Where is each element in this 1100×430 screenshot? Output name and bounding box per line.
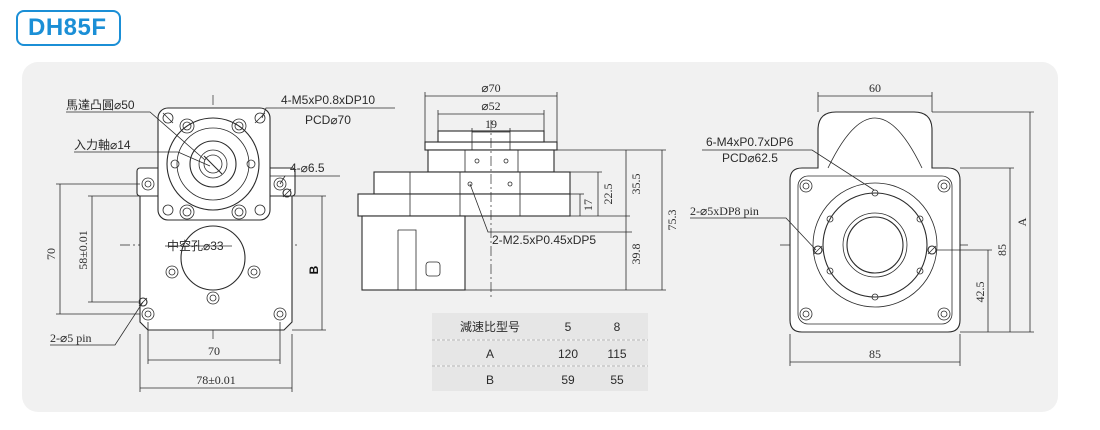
dim-b: B [307, 265, 321, 274]
dim-17: 17 [581, 199, 595, 211]
table-row-bg [432, 341, 648, 365]
model-badge: DH85F [16, 10, 121, 46]
front-view: 馬達凸圓⌀50 入力軸⌀14 4-M5xP0.8xDP10 PCD⌀70 4-⌀… [44, 93, 395, 392]
table-row-a-5: 120 [558, 347, 578, 361]
rear-pcd-label: PCD⌀62.5 [722, 151, 778, 165]
table-header-8: 8 [614, 320, 621, 334]
dia-52: ⌀52 [481, 99, 500, 113]
rear-pin-label: 2-⌀5xDP8 pin [690, 204, 759, 218]
thread-callout: 2-M2.5xP0.45xDP5 [492, 233, 596, 247]
table-header-5: 5 [565, 320, 572, 334]
dim-42-5: 42.5 [973, 282, 987, 303]
table-row-b-label: B [486, 373, 494, 387]
front-hole-callout: 4-M5xP0.8xDP10 [281, 93, 375, 107]
motor-spigot-label: 馬達凸圓⌀50 [66, 98, 135, 112]
dim-85-horizontal: 85 [869, 347, 881, 361]
table-row-a-label: A [486, 347, 494, 361]
table-row-b-5: 59 [561, 373, 575, 387]
dim-70-horizontal: 70 [208, 344, 220, 358]
center-hole-label: 中空孔⌀33 [167, 238, 224, 253]
dim-58: 58±0.01 [76, 230, 90, 270]
ratio-table: 減速比型号 5 8 A 120 115 B 59 55 [432, 313, 648, 391]
dia-70: ⌀70 [481, 81, 500, 95]
dim-19: 19 [485, 117, 497, 131]
mount-holes-label: 4-⌀6.5 [290, 161, 325, 175]
dim-78: 78±0.01 [196, 373, 236, 387]
dim-22-5: 22.5 [601, 184, 615, 205]
table-row-a-8: 115 [607, 347, 626, 361]
front-pin-label: 2-⌀5 pin [50, 331, 92, 345]
dim-70-vertical: 70 [44, 248, 58, 260]
dim-60: 60 [869, 81, 881, 95]
table-row-b-8: 55 [610, 373, 624, 387]
table-row-bg [432, 367, 648, 391]
side-view: ⌀70 ⌀52 19 17 22.5 35.5 75.3 39.8 2-M2.5… [357, 81, 679, 300]
model-badge-text: DH85F [28, 14, 107, 41]
input-shaft-label: 入力軸⌀14 [74, 138, 131, 152]
front-pcd-label: PCD⌀70 [305, 113, 351, 127]
dim-85-vertical: 85 [995, 244, 1009, 256]
table-header-label: 減速比型号 [460, 319, 520, 334]
dim-39-8: 39.8 [629, 244, 643, 265]
dim-a: A [1015, 217, 1029, 226]
rear-hole-callout: 6-M4xP0.7xDP6 [706, 135, 794, 149]
dim-75-3: 75.3 [665, 210, 679, 231]
table-header-bg [432, 313, 648, 339]
dim-35-5: 35.5 [629, 174, 643, 195]
rear-view: 60 6-M4xP0.7xDP6 PCD⌀62.5 2-⌀5xDP8 pin A… [690, 81, 1034, 366]
